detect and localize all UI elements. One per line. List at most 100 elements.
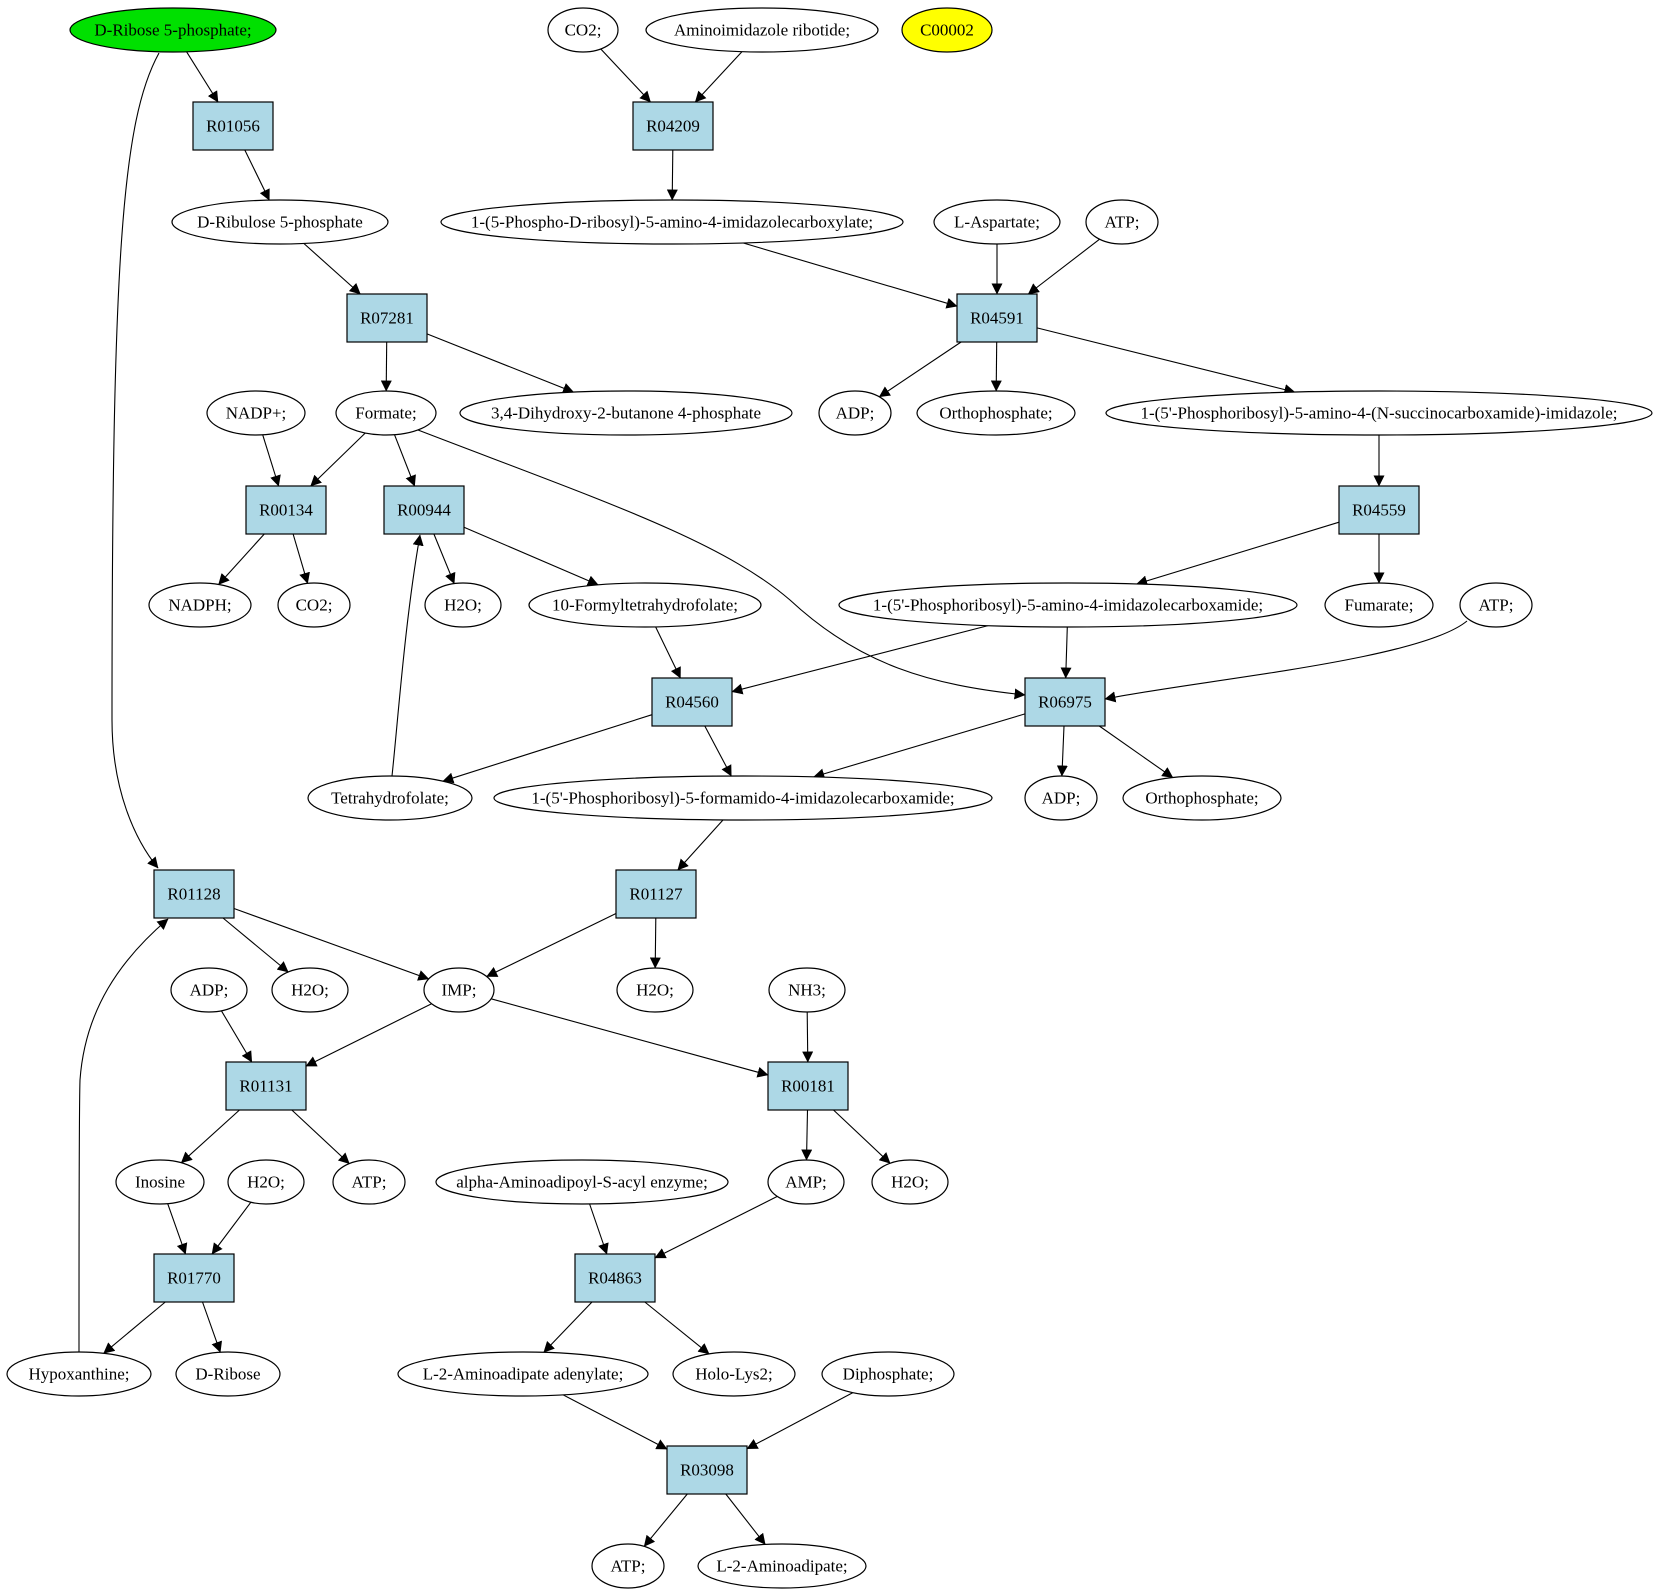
metabolite-node-ribu5p[interactable]: D-Ribulose 5-phosphate — [171, 199, 389, 245]
metabolite-node-formate[interactable]: Formate; — [335, 390, 437, 436]
reaction-node-r01128[interactable]: R01128 — [153, 869, 235, 919]
metabolite-node-adp2[interactable]: ADP; — [1024, 775, 1098, 821]
metabolite-node-dribose[interactable]: D-Ribose — [175, 1351, 281, 1397]
metabolite-node-saicar[interactable]: 1-(5'-Phosphoribosyl)-5-amino-4-(N-succi… — [1105, 390, 1653, 436]
reaction-node-r04863[interactable]: R04863 — [574, 1253, 656, 1303]
reaction-node-r04591[interactable]: R04591 — [956, 293, 1038, 343]
metabolite-label: H2O; — [636, 981, 674, 1000]
reaction-node-r00181[interactable]: R00181 — [767, 1061, 849, 1111]
edge-m_aicar-to-r06975 — [1060, 626, 1072, 679]
metabolite-node-atp2[interactable]: ATP; — [1459, 582, 1533, 628]
metabolite-node-h2o2[interactable]: H2O; — [271, 967, 349, 1013]
metabolite-node-atp1[interactable]: ATP; — [1085, 199, 1159, 245]
reaction-node-r07281[interactable]: R07281 — [346, 293, 428, 343]
metabolite-shape — [821, 1351, 955, 1397]
metabolite-node-h2o3[interactable]: H2O; — [616, 967, 694, 1013]
metabolite-node-cair[interactable]: 1-(5-Phospho-D-ribosyl)-5-amino-4-imidaz… — [440, 199, 904, 245]
metabolite-shape — [1122, 775, 1282, 821]
metabolite-node-nadph[interactable]: NADPH; — [148, 582, 252, 628]
metabolite-label: CO2; — [296, 596, 333, 615]
metabolite-node-h2o5[interactable]: H2O; — [871, 1159, 949, 1205]
metabolite-node-inosine[interactable]: Inosine — [115, 1159, 205, 1205]
metabolite-node-hypox[interactable]: Hypoxanthine; — [6, 1351, 152, 1397]
metabolite-node-dhbp[interactable]: 3,4-Dihydroxy-2-butanone 4-phosphate — [459, 390, 793, 436]
reaction-node-r03098[interactable]: R03098 — [666, 1445, 748, 1495]
metabolite-shape — [115, 1159, 205, 1205]
metabolite-shape — [1324, 582, 1434, 628]
metabolite-label: D-Ribose 5-phosphate; — [94, 21, 251, 40]
metabolite-node-l2aaad[interactable]: L-2-Aminoadipate adenylate; — [397, 1351, 649, 1397]
metabolite-node-ppi[interactable]: Diphosphate; — [821, 1351, 955, 1397]
metabolite-node-fum[interactable]: Fumarate; — [1324, 582, 1434, 628]
metabolite-node-atp3[interactable]: ATP; — [332, 1159, 406, 1205]
metabolite-shape — [69, 7, 277, 53]
metabolite-node-co2_top[interactable]: CO2; — [547, 7, 619, 53]
metabolite-shape — [435, 1159, 729, 1205]
metabolite-node-co2_2[interactable]: CO2; — [277, 582, 351, 628]
metabolite-label: 1-(5-Phospho-D-ribosyl)-5-amino-4-imidaz… — [471, 213, 873, 232]
metabolite-node-adp1[interactable]: ADP; — [818, 390, 892, 436]
metabolite-node-h2o4[interactable]: H2O; — [227, 1159, 305, 1205]
metabolite-node-pi1[interactable]: Orthophosphate; — [916, 390, 1076, 436]
metabolite-node-asp[interactable]: L-Aspartate; — [933, 199, 1061, 245]
metabolite-node-aaacyl[interactable]: alpha-Aminoadipoyl-S-acyl enzyme; — [435, 1159, 729, 1205]
metabolite-node-h2o1[interactable]: H2O; — [424, 582, 502, 628]
edge-m_imp-to-r01131 — [305, 1003, 432, 1067]
reaction-node-r04559[interactable]: R04559 — [1338, 485, 1420, 535]
reaction-node-r04209[interactable]: R04209 — [632, 101, 714, 151]
metabolite-shape — [528, 582, 762, 628]
metabolite-shape — [871, 1159, 949, 1205]
metabolite-label: NADP+; — [226, 404, 287, 423]
metabolite-label: 3,4-Dihydroxy-2-butanone 4-phosphate — [491, 404, 761, 423]
edge-m_thf-to-r00944 — [391, 534, 424, 777]
edge-r04591-to-m_pi1 — [990, 341, 1002, 392]
metabolite-node-air[interactable]: Aminoimidazole ribotide; — [645, 7, 879, 53]
metabolite-node-thf[interactable]: Tetrahydrofolate; — [307, 775, 473, 821]
reaction-shape — [245, 485, 327, 535]
metabolite-shape — [916, 390, 1076, 436]
metabolite-node-l2aa[interactable]: L-2-Aminoadipate; — [697, 1543, 867, 1589]
metabolite-label: ADP; — [1042, 789, 1081, 808]
metabolite-node-nadp[interactable]: NADP+; — [206, 390, 306, 436]
reaction-node-r06975[interactable]: R06975 — [1024, 677, 1106, 727]
edge-m_air-to-r04209 — [694, 51, 743, 103]
metabolite-node-pi2[interactable]: Orthophosphate; — [1122, 775, 1282, 821]
metabolite-node-rib5p[interactable]: D-Ribose 5-phosphate; — [69, 7, 277, 53]
edge-r04209-to-m_cair — [666, 149, 678, 201]
metabolite-node-aicar[interactable]: 1-(5'-Phosphoribosyl)-5-amino-4-imidazol… — [838, 582, 1298, 628]
reaction-node-r01770[interactable]: R01770 — [153, 1253, 235, 1303]
metabolite-node-imp[interactable]: IMP; — [423, 967, 495, 1013]
metabolite-label: ADP; — [190, 981, 229, 1000]
reaction-shape — [767, 1061, 849, 1111]
metabolite-node-amp[interactable]: AMP; — [767, 1159, 845, 1205]
edge-m_ppi-to-r03098 — [746, 1392, 854, 1450]
reaction-shape — [383, 485, 465, 535]
metabolite-node-c00002[interactable]: C00002 — [901, 7, 993, 53]
reaction-node-r00134[interactable]: R00134 — [245, 485, 327, 535]
metabolite-label: D-Ribulose 5-phosphate — [197, 213, 363, 232]
reaction-node-r01131[interactable]: R01131 — [225, 1061, 307, 1111]
edge-r01128-to-m_imp — [233, 907, 430, 981]
metabolite-shape — [6, 1351, 152, 1397]
metabolite-label: H2O; — [291, 981, 329, 1000]
reaction-node-r01056[interactable]: R01056 — [192, 101, 274, 151]
reaction-shape — [1024, 677, 1106, 727]
metabolite-node-holo[interactable]: Holo-Lys2; — [672, 1351, 796, 1397]
metabolite-node-nh3[interactable]: NH3; — [768, 967, 846, 1013]
metabolite-label: Hypoxanthine; — [28, 1365, 129, 1384]
reaction-node-r00944[interactable]: R00944 — [383, 485, 465, 535]
reaction-shape — [666, 1445, 748, 1495]
metabolite-node-faicar[interactable]: 1-(5'-Phosphoribosyl)-5-formamido-4-imid… — [493, 775, 993, 821]
metabolite-label: 1-(5'-Phosphoribosyl)-5-formamido-4-imid… — [531, 789, 954, 808]
reaction-node-r01127[interactable]: R01127 — [615, 869, 697, 919]
metabolite-node-10fthf[interactable]: 10-Formyltetrahydrofolate; — [528, 582, 762, 628]
reaction-node-r04560[interactable]: R04560 — [651, 677, 733, 727]
metabolite-label: L-2-Aminoadipate; — [716, 1557, 847, 1576]
edge-m_rib5p-to-r01128 — [111, 52, 160, 869]
metabolite-label: Holo-Lys2; — [695, 1365, 772, 1384]
metabolite-node-atp4[interactable]: ATP; — [591, 1543, 665, 1589]
edge-m_hypox-to-r01128 — [78, 918, 169, 1353]
reaction-label: R07281 — [360, 309, 414, 328]
reaction-shape — [153, 1253, 235, 1303]
metabolite-node-adp3[interactable]: ADP; — [170, 967, 248, 1013]
